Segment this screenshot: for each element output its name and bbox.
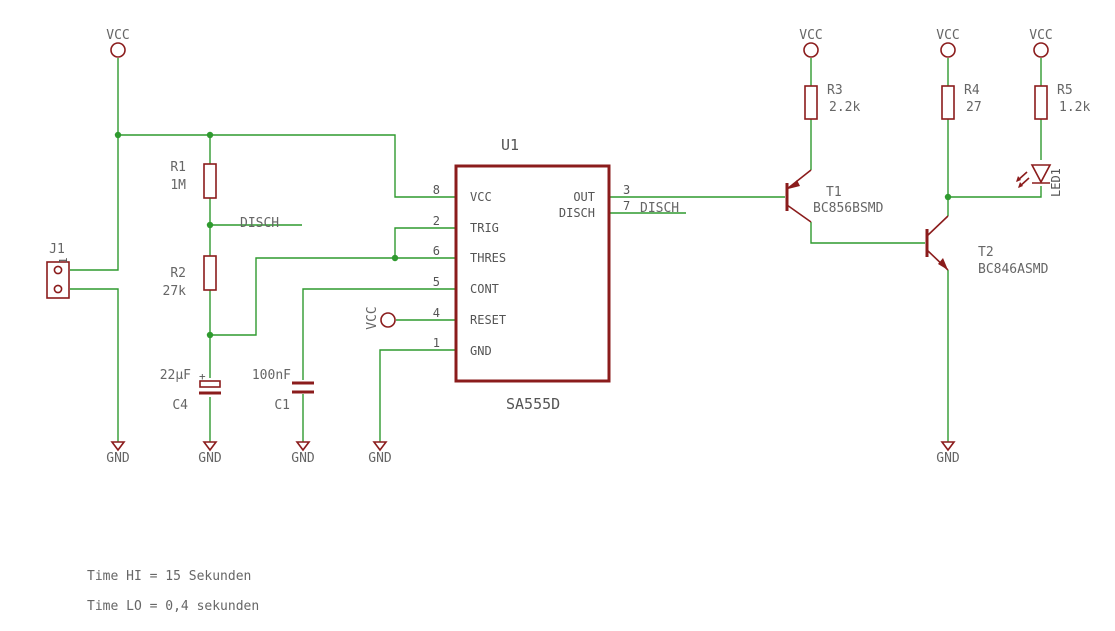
c4-value: 22µF	[160, 368, 191, 383]
j1-pin1: 1	[57, 257, 70, 264]
c1-ref: C1	[274, 398, 290, 413]
resistor-r3: R3 2.2k	[804, 83, 860, 120]
notes: Time HI = 15 Sekunden Time LO = 0,4 seku…	[87, 569, 259, 614]
pin-1-num: 1	[433, 336, 440, 350]
u1-ref: U1	[501, 136, 519, 154]
vcc-label: VCC	[106, 28, 129, 43]
pin-5-name: CONT	[470, 282, 499, 296]
pin-5-num: 5	[433, 275, 440, 289]
r1-value: 1M	[170, 178, 186, 193]
gnd-label: GND	[198, 451, 222, 466]
transistor-t1: T1 BC856BSMD	[785, 169, 884, 223]
gnd-symbols: GND GND GND GND GND	[106, 441, 960, 466]
vcc-label: VCC	[365, 306, 380, 329]
pin-7-num: 7	[623, 199, 630, 213]
pin-6-name: THRES	[470, 251, 506, 265]
t2-value: BC846ASMD	[978, 262, 1049, 277]
r5-value: 1.2k	[1059, 100, 1090, 115]
r3-ref: R3	[827, 83, 843, 98]
vcc-label: VCC	[1029, 28, 1052, 43]
pin-7-name: DISCH	[559, 206, 595, 220]
note-time-hi: Time HI = 15 Sekunden	[87, 569, 251, 584]
u1-value: SA555D	[506, 395, 560, 413]
pin-2-name: TRIG	[470, 221, 499, 235]
pin-8-num: 8	[433, 183, 440, 197]
pin-4-num: 4	[433, 306, 440, 320]
pin-3-num: 3	[623, 183, 630, 197]
t2-ref: T2	[978, 245, 994, 260]
r5-ref: R5	[1057, 83, 1073, 98]
t1-ref: T1	[826, 185, 842, 200]
t1-value: BC856BSMD	[813, 201, 884, 216]
r2-value: 27k	[163, 284, 187, 299]
capacitor-c4: + 22µF C4	[160, 368, 221, 413]
r4-ref: R4	[964, 83, 980, 98]
pin-4-name: RESET	[470, 313, 506, 327]
gnd-label: GND	[936, 451, 960, 466]
resistor-r4: R4 27	[941, 83, 982, 120]
junctions	[114, 131, 952, 339]
r4-value: 27	[966, 100, 982, 115]
c1-value: 100nF	[252, 368, 291, 383]
transistor-t2: T2 BC846ASMD	[925, 215, 1049, 277]
resistor-r1: R1 1M	[170, 160, 217, 199]
r2-ref: R2	[170, 266, 186, 281]
gnd-label: GND	[368, 451, 392, 466]
resistor-r2: R2 27k	[163, 255, 217, 299]
pin-1-name: GND	[470, 344, 492, 358]
vcc-label: VCC	[936, 28, 959, 43]
gnd-label: GND	[106, 451, 130, 466]
ic-u1: U1 SA555D 8 VCC 2 TRIG 6 THRES 5 CONT 4 …	[433, 136, 630, 413]
wires	[70, 58, 1042, 442]
pin-3-name: OUT	[573, 190, 595, 204]
r3-value: 2.2k	[829, 100, 860, 115]
pin-6-num: 6	[433, 244, 440, 258]
vcc-label: VCC	[799, 28, 822, 43]
pin-2-num: 2	[433, 214, 440, 228]
net-label-disch: DISCH	[640, 201, 679, 216]
r1-ref: R1	[170, 160, 186, 175]
j1-ref: J1	[49, 242, 65, 257]
net-label-disch: DISCH	[240, 216, 279, 231]
resistor-r5: R5 1.2k	[1034, 83, 1090, 120]
capacitor-c1: 100nF C1	[252, 368, 314, 413]
connector-j1: J1 1	[46, 242, 70, 299]
pin-8-name: VCC	[470, 190, 492, 204]
c4-ref: C4	[172, 398, 188, 413]
gnd-label: GND	[291, 451, 315, 466]
led-d1: LED1	[1016, 164, 1063, 197]
c4-polarity: +	[199, 370, 206, 383]
note-time-lo: Time LO = 0,4 sekunden	[87, 599, 259, 614]
led-ref: LED1	[1049, 168, 1063, 197]
vcc-symbols: VCC VCC VCC VCC VCC	[106, 28, 1052, 330]
